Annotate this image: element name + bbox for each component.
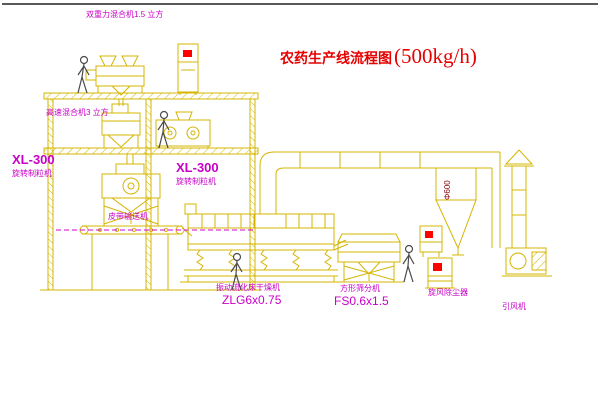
label-granulator-right-model: XL-300 [176, 160, 219, 175]
cyclone-graphic [435, 167, 477, 256]
label-sifter-name: 方形筛分机 [340, 284, 380, 293]
exhaust-duct-graphic [259, 151, 501, 248]
label-top-mixer: 双重力混合机1.5 立方 [86, 10, 164, 19]
induced-draft-fan-graphic [502, 247, 552, 277]
label-granulator-left-model: XL-300 [12, 152, 55, 167]
label-granulator-right-name: 旋转制粒机 [176, 177, 216, 186]
square-sifter-graphic [332, 233, 404, 283]
label-cyclone: 旋风除尘器 [428, 288, 468, 297]
high-speed-mixer-graphic [101, 103, 141, 148]
diagram-title-text: 农药生产线流程图 [280, 50, 392, 66]
duct-diameter-label: Φ600 [443, 180, 452, 200]
fluid-bed-dryer-graphic [180, 203, 342, 283]
diagram-title-capacity: (500kg/h) [394, 44, 477, 68]
label-granulator-left-name: 旋转制粒机 [12, 169, 52, 178]
label-dryer-name: 振动流化床干燥机 [216, 283, 280, 292]
control-cabinet-mid [419, 225, 443, 257]
control-cabinet-upper [177, 43, 199, 95]
label-sifter-model: FS0.6x1.5 [334, 294, 389, 308]
granulator-left-graphic [101, 154, 161, 226]
worker-top-platform [77, 55, 90, 94]
granulator-right-graphic [155, 111, 211, 148]
exhaust-stack-graphic [504, 149, 534, 248]
top-mixer-graphic [85, 55, 145, 106]
label-dryer-model: ZLG6x0.75 [222, 293, 282, 307]
diagram-title: 农药生产线流程图 (500kg/h) [280, 44, 477, 69]
worker-figures [77, 55, 415, 291]
worker-second-floor [157, 110, 170, 149]
label-belt-conveyor: 皮带输送机 [108, 212, 148, 221]
building-frame [40, 92, 262, 291]
belt-conveyor-graphic [79, 225, 193, 290]
worker-near-sifter [402, 244, 415, 283]
label-high-speed-mixer: 高速混合机3 立方 [46, 108, 109, 117]
control-cabinet-lower [425, 257, 455, 289]
worker-ground [230, 252, 243, 291]
label-fan: 引风机 [502, 302, 526, 311]
